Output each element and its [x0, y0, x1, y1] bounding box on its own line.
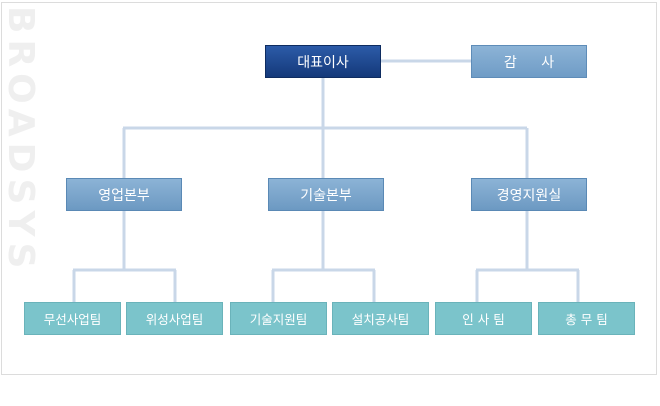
ceo-node[interactable]: 대표이사 — [265, 45, 381, 78]
division-management-node[interactable]: 경영지원실 — [471, 178, 587, 211]
team-satellite-node[interactable]: 위성사업팀 — [126, 302, 223, 335]
team-general-affairs-node[interactable]: 총 무 팀 — [538, 302, 635, 335]
team-installation-node[interactable]: 설치공사팀 — [332, 302, 429, 335]
division-sales-node[interactable]: 영업본부 — [66, 178, 182, 211]
team-tech-support-node[interactable]: 기술지원팀 — [230, 302, 327, 335]
division-tech-node[interactable]: 기술본부 — [268, 178, 384, 211]
audit-node[interactable]: 감 사 — [471, 45, 587, 78]
team-wireless-node[interactable]: 무선사업팀 — [24, 302, 121, 335]
team-hr-node[interactable]: 인 사 팀 — [435, 302, 532, 335]
watermark-logo: BROADSYS — [0, 6, 41, 275]
